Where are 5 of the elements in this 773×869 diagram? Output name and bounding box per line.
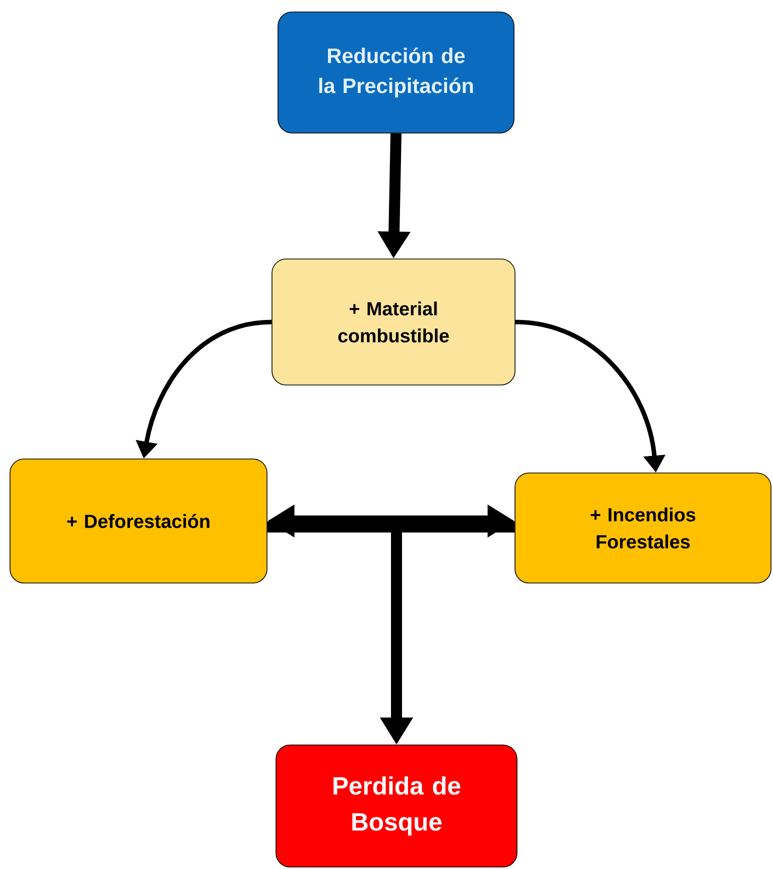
flow-box: + Deforestación [10,458,268,584]
flow-box: + Material combustible [272,258,516,386]
flow-box: + Incendios Forestales [514,472,772,584]
flow-box: Perdida de Bosque [276,744,518,868]
flow-box: Reducción de la Precipitación [278,12,514,134]
